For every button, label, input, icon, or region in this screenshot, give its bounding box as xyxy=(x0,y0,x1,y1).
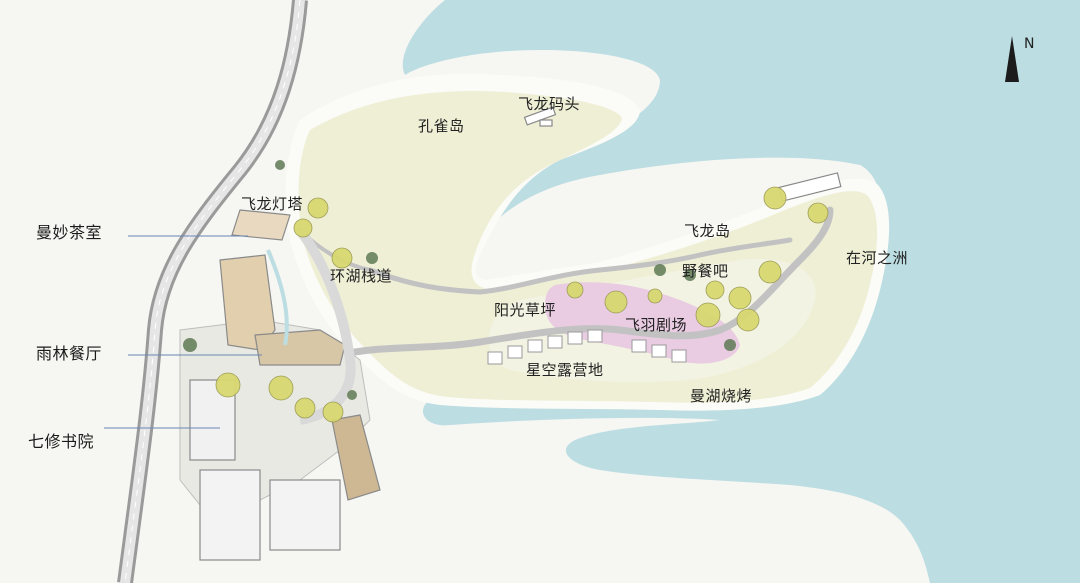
tree xyxy=(566,281,584,299)
tent xyxy=(507,345,523,359)
tree xyxy=(331,247,353,269)
tree xyxy=(307,197,329,219)
feilong-pier-structure xyxy=(523,106,557,127)
tree xyxy=(736,308,760,332)
tree xyxy=(758,260,782,284)
label-feilong-lighthouse: 飞龙灯塔 xyxy=(241,195,304,213)
tree xyxy=(695,302,721,328)
leader-lines xyxy=(104,235,262,429)
tree xyxy=(268,375,294,401)
tree xyxy=(604,290,628,314)
tree xyxy=(807,202,829,224)
lighthouse-building xyxy=(231,209,291,241)
south-building xyxy=(269,479,341,551)
buildings xyxy=(189,209,381,561)
label-peacock-island: 孔雀岛 xyxy=(418,117,465,135)
label-starry-campsite: 星空露营地 xyxy=(526,361,604,379)
tree xyxy=(705,280,725,300)
label-lakeside-boardwalk: 环湖栈道 xyxy=(330,267,393,285)
tree xyxy=(366,252,378,264)
label-picnic-bar: 野餐吧 xyxy=(682,262,729,280)
label-feiyu-theater: 飞羽剧场 xyxy=(625,316,688,334)
promenade-water xyxy=(266,249,289,346)
tree xyxy=(763,186,787,210)
tree xyxy=(647,288,663,304)
label-rainforest-restaurant: 雨林餐厅 xyxy=(36,344,103,363)
label-feilong-pier: 飞龙码头 xyxy=(518,95,581,113)
label-sunshine-lawn: 阳光草坪 xyxy=(494,301,557,319)
lakeside-boardwalk-path xyxy=(336,206,834,359)
campsite-tents xyxy=(487,329,687,365)
label-lake-bbq: 曼湖烧烤 xyxy=(690,387,753,405)
tree xyxy=(294,397,316,419)
tent xyxy=(651,344,667,358)
coastal-road-center xyxy=(124,0,301,583)
tent xyxy=(547,335,563,349)
dark-trees xyxy=(183,160,736,400)
tree xyxy=(728,286,752,310)
tent xyxy=(631,339,647,353)
tree xyxy=(654,264,666,276)
tree xyxy=(293,218,313,238)
south-building xyxy=(199,469,261,561)
lake-water xyxy=(389,0,1080,583)
tree xyxy=(724,339,736,351)
trees xyxy=(215,186,829,423)
upper-boardwalk-path xyxy=(367,237,793,295)
tree xyxy=(183,338,197,352)
tree xyxy=(215,372,241,398)
tree xyxy=(347,390,357,400)
north-arrow: N xyxy=(1005,36,1034,82)
tent xyxy=(671,349,687,363)
tent xyxy=(527,339,543,353)
label-river-islet: 在河之洲 xyxy=(846,249,909,267)
tree xyxy=(275,160,285,170)
restaurant-building xyxy=(254,329,346,366)
tent xyxy=(487,351,503,365)
tent xyxy=(587,329,603,343)
tent xyxy=(567,331,583,345)
tree xyxy=(684,269,696,281)
academy-building xyxy=(331,414,381,501)
label-qixiu-academy: 七修书院 xyxy=(28,432,95,451)
north-arrow-icon xyxy=(1005,36,1019,82)
theater-plaza xyxy=(545,282,740,364)
label-feilong-island: 飞龙岛 xyxy=(684,222,731,240)
label-teahouse: 曼妙茶室 xyxy=(36,223,103,242)
north-label: N xyxy=(1024,36,1034,52)
tree xyxy=(322,401,344,423)
